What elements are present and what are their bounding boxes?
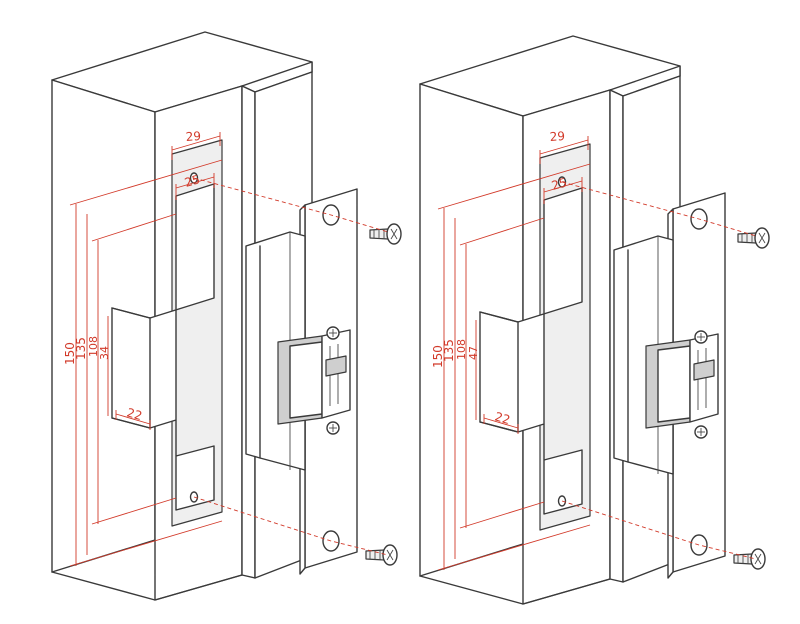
right-assembly [420, 36, 769, 604]
left-dim-width-outer: 29 [185, 129, 201, 144]
right-dim-width-inner: 25 [550, 175, 569, 193]
right-dim-height-108: 108 [455, 339, 468, 360]
right-dim-height-150: 150 [431, 345, 445, 368]
left-assembly [52, 32, 401, 600]
right-dim-notch-height: 47 [467, 346, 480, 360]
left-dim-height-135: 135 [74, 337, 88, 360]
right-dim-height-135: 135 [442, 339, 456, 362]
left-dim-notch-height: 34 [98, 346, 111, 360]
left-dim-height-108: 108 [87, 336, 100, 357]
left-dim-height-150: 150 [63, 342, 77, 365]
left-dim-width-inner: 25 [183, 172, 202, 190]
right-dim-notch-depth: 22 [493, 409, 512, 427]
right-dim-width-outer: 29 [549, 129, 565, 144]
left-dim-notch-depth: 22 [125, 405, 144, 423]
